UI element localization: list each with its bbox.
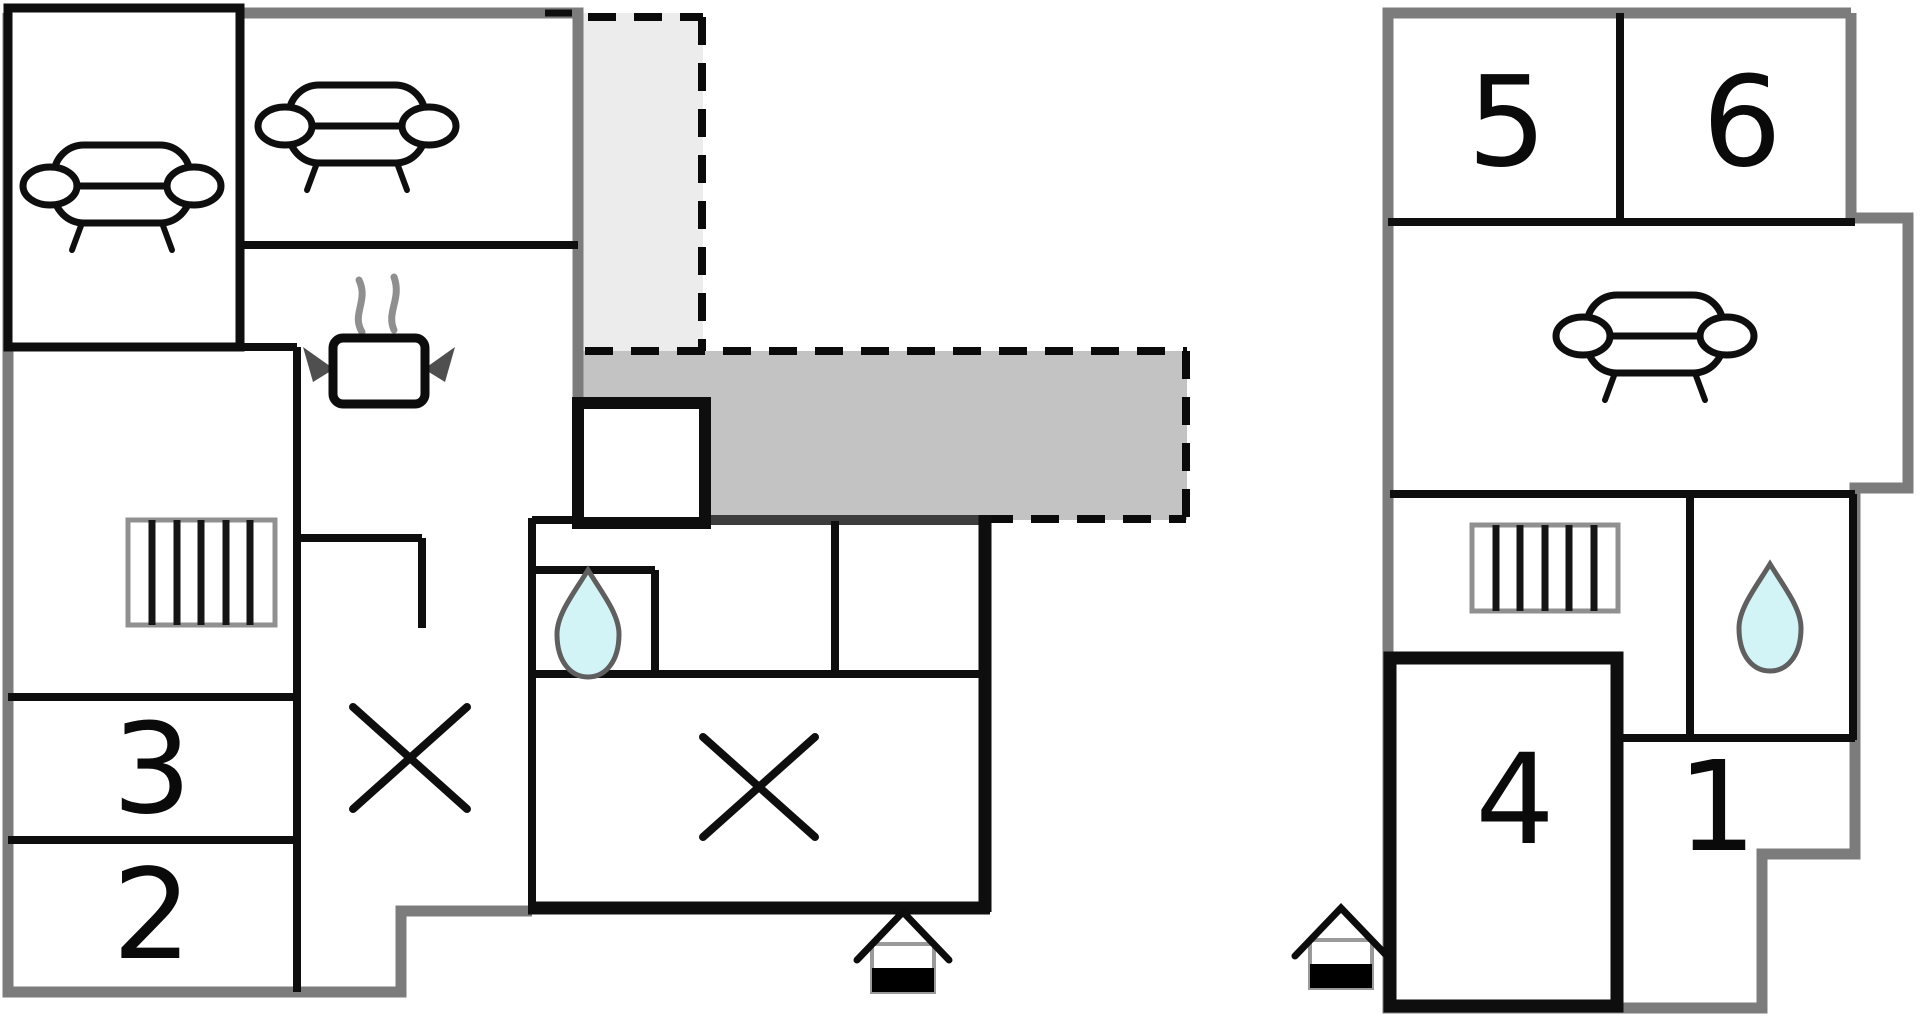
sofa-icon xyxy=(1552,291,1758,403)
shower-drop-icon xyxy=(1736,559,1804,674)
sofa-icon xyxy=(19,141,225,253)
room-4-box xyxy=(1383,651,1624,1013)
sofa-icon xyxy=(254,81,460,193)
cross-mark-icon xyxy=(349,703,471,813)
left-building-outer-walls xyxy=(2,7,584,998)
stairs-icon xyxy=(125,517,278,628)
room-3-label: 3 xyxy=(112,697,192,842)
cross-mark-icon xyxy=(699,733,819,841)
shower-drop-icon xyxy=(554,565,622,680)
wall-segment xyxy=(2,13,532,998)
room-5-label: 5 xyxy=(1467,50,1547,195)
room-2-label: 2 xyxy=(112,843,192,988)
stove-icon xyxy=(303,273,455,409)
wall-segment xyxy=(240,7,584,400)
terrace-light-area xyxy=(583,13,703,352)
entrance-house-icon xyxy=(853,906,953,994)
room-1-label: 1 xyxy=(1677,735,1757,880)
right-building-inner-walls xyxy=(1383,13,1857,1013)
room-4-label: 4 xyxy=(1475,728,1555,873)
stairs-icon xyxy=(1469,522,1621,614)
entrance-house-icon xyxy=(1291,902,1391,990)
room-labels: 3 2 5 6 4 1 xyxy=(112,50,1782,988)
annex-room-box xyxy=(572,397,711,529)
room-6-label: 6 xyxy=(1702,50,1782,195)
